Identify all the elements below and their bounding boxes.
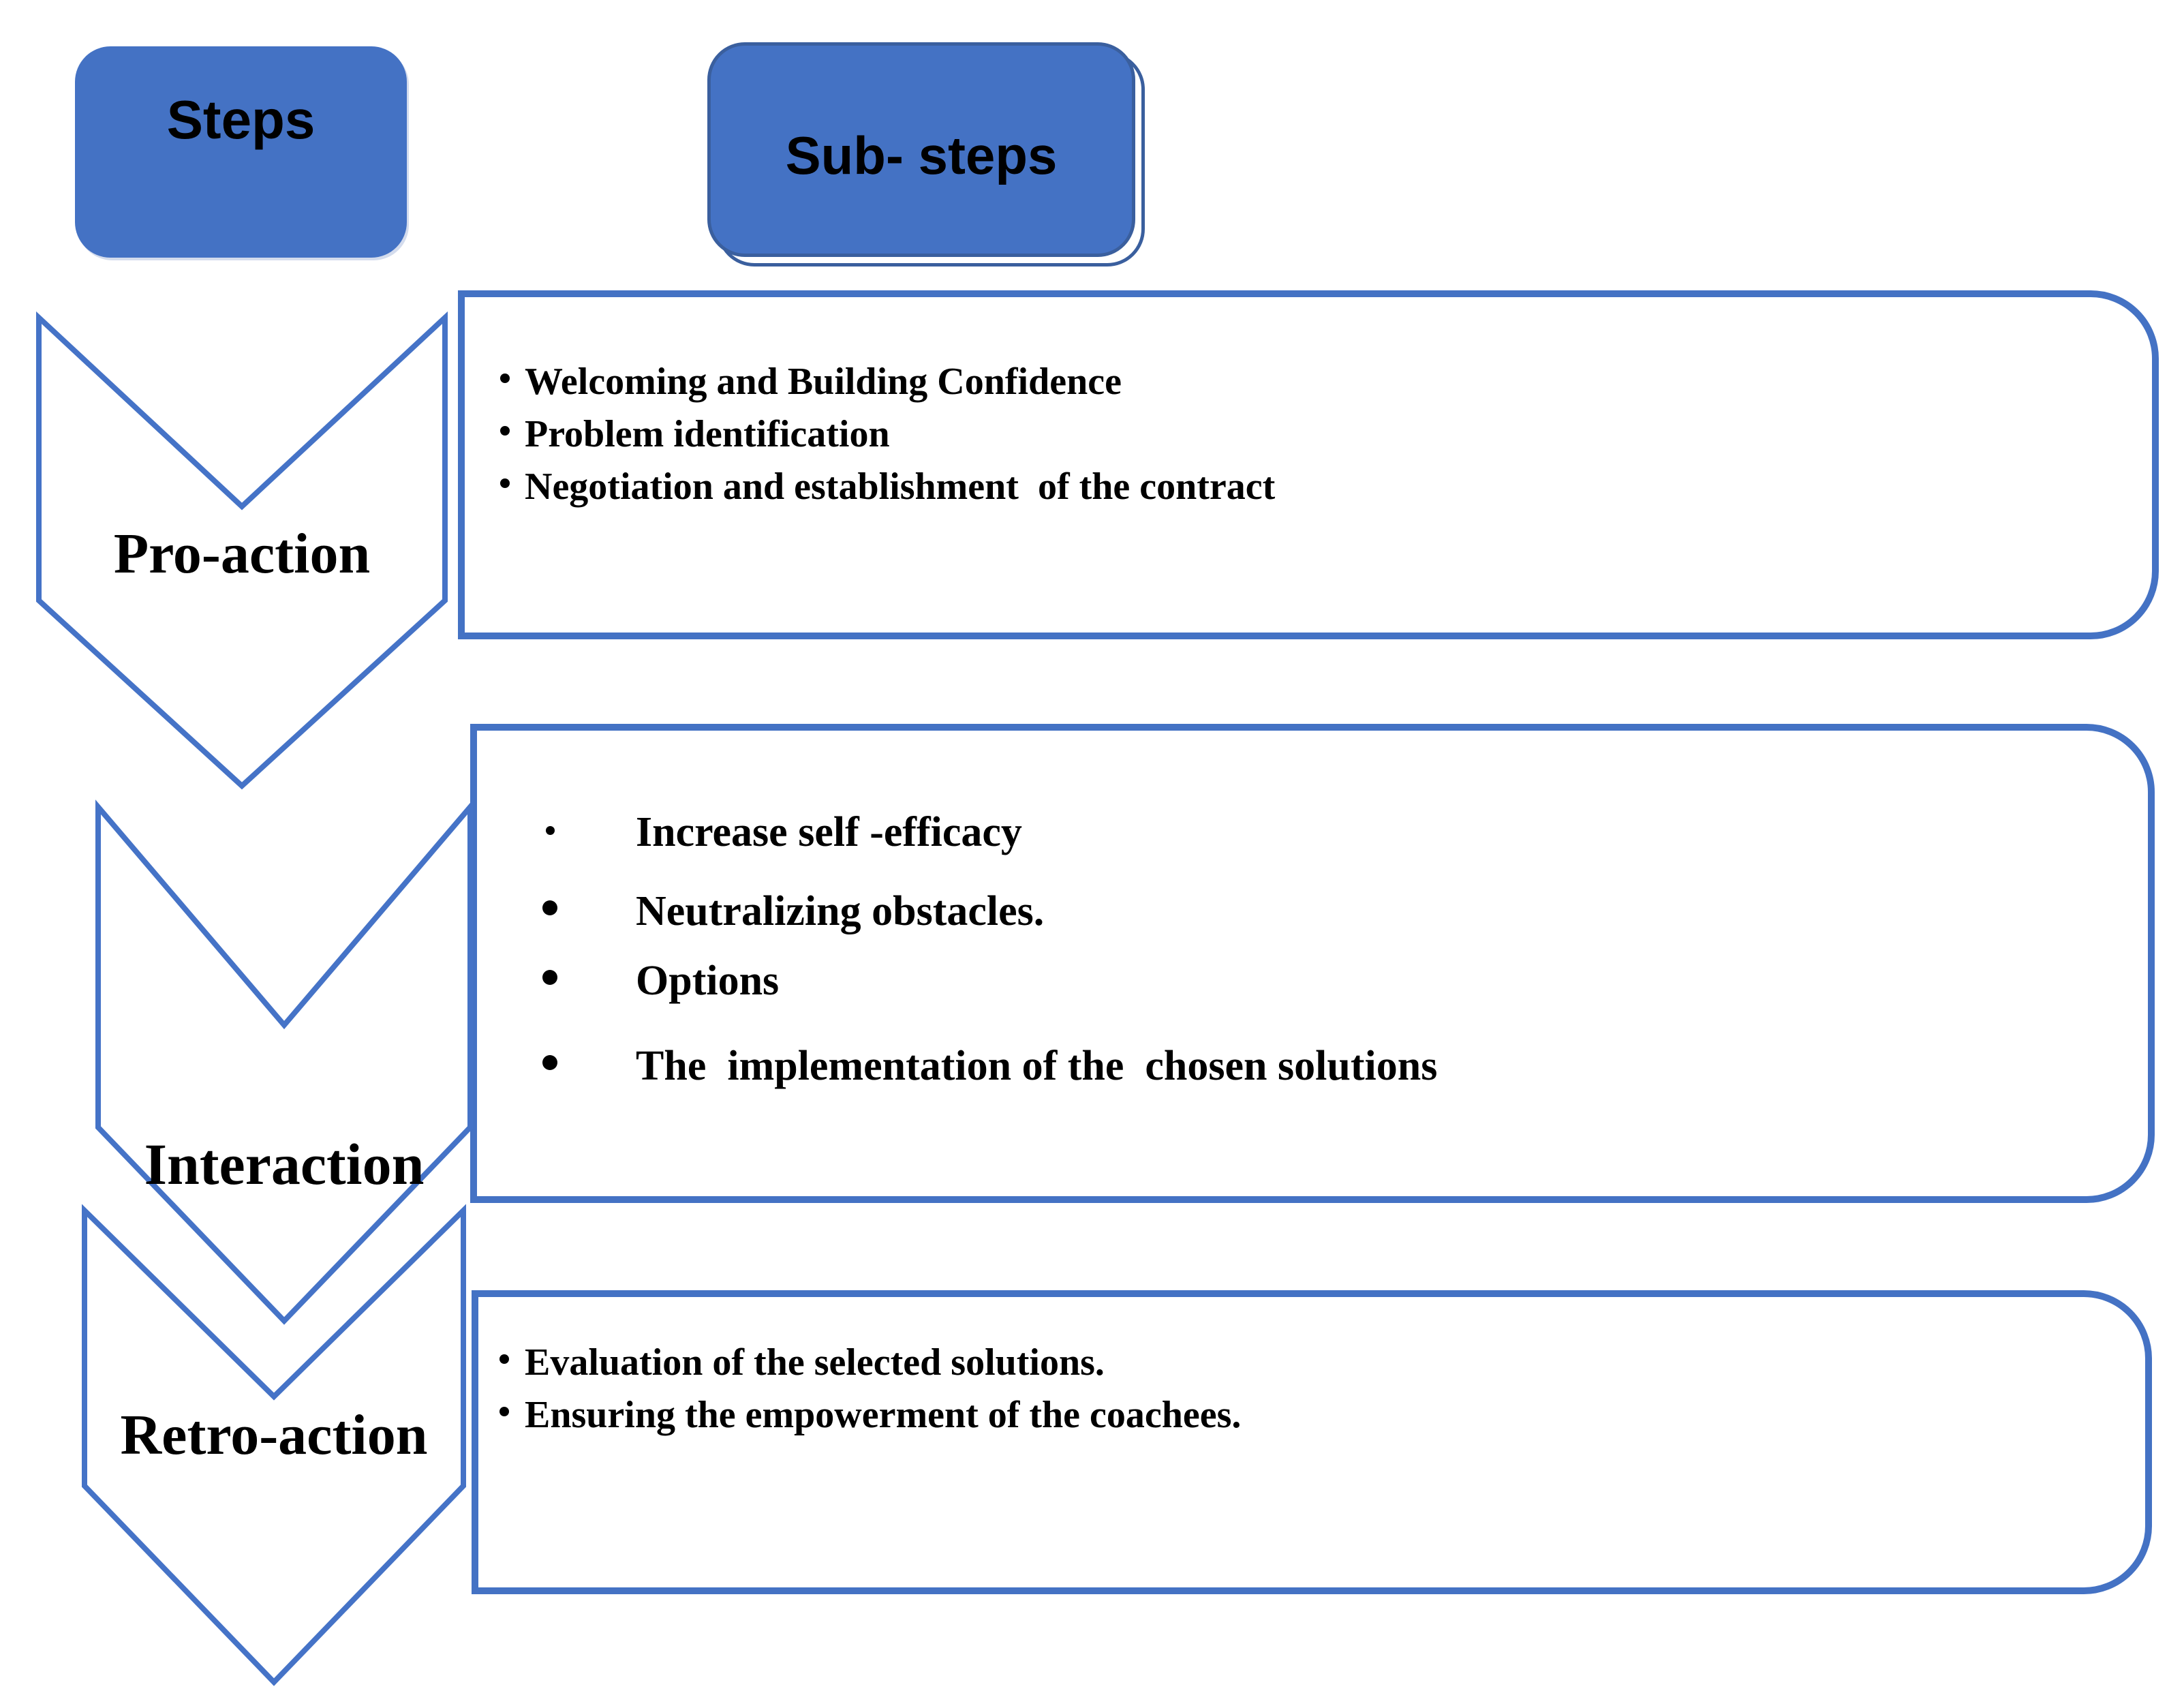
bullet-text: Neutralizing obstacles. (636, 888, 1045, 934)
step-label-retro-action: Retro-action (120, 1403, 428, 1467)
bullet-text: Problem identification (525, 413, 890, 455)
chevron-down-icon (82, 1204, 466, 1686)
bullet-icon (542, 900, 557, 915)
chevron-down-icon (95, 799, 473, 1325)
list-item: Problem identification (500, 408, 2111, 461)
bullet-text: The implementation of the chosen solutio… (636, 1043, 1438, 1089)
substeps-box-interaction: Increase self -efficacy Neutralizing obs… (470, 724, 2155, 1203)
header-steps-box: Steps (75, 46, 407, 258)
bullet-text: Negotiation and establishment of the con… (525, 466, 1276, 508)
header-steps-label: Steps (166, 89, 316, 150)
bullet-text: Ensuring the empowerment of the coachees… (525, 1394, 1242, 1436)
bullet-text: Options (636, 958, 780, 1004)
bullet-icon (542, 1055, 557, 1070)
bullet-icon (499, 1407, 509, 1416)
step-label-pro-action: Pro-action (113, 522, 371, 585)
list-item: Ensuring the empowerment of the coachees… (499, 1389, 2104, 1442)
substeps-box-pro-action: Welcoming and Building Confidence Proble… (458, 290, 2159, 639)
chevron-down-icon (36, 311, 448, 790)
step-label-interaction: Interaction (144, 1131, 425, 1197)
list-item: Increase self -efficacy (542, 807, 2107, 858)
list-item: Options (542, 956, 2107, 1007)
bullet-icon (542, 826, 557, 835)
header-substeps-box: Sub- steps (707, 42, 1135, 257)
bullet-icon (500, 426, 510, 436)
list-item: Welcoming and Building Confidence (500, 356, 2111, 408)
substeps-box-retro-action: Evaluation of the selected solutions. En… (472, 1290, 2152, 1594)
bullet-icon (542, 970, 557, 985)
list-item: Neutralizing obstacles. (542, 886, 2107, 937)
header-substeps-label: Sub- steps (785, 125, 1058, 185)
list-item: Negotiation and establishment of the con… (500, 461, 2111, 513)
bullet-icon (499, 1354, 509, 1364)
bullet-icon (500, 478, 510, 488)
list-item: Evaluation of the selected solutions. (499, 1337, 2104, 1389)
bullet-icon (500, 374, 510, 383)
bullet-text: Welcoming and Building Confidence (525, 361, 1122, 403)
list-item: The implementation of the chosen solutio… (542, 1041, 2107, 1092)
bullet-text: Increase self -efficacy (636, 809, 1022, 855)
bullet-text: Evaluation of the selected solutions. (525, 1341, 1105, 1384)
